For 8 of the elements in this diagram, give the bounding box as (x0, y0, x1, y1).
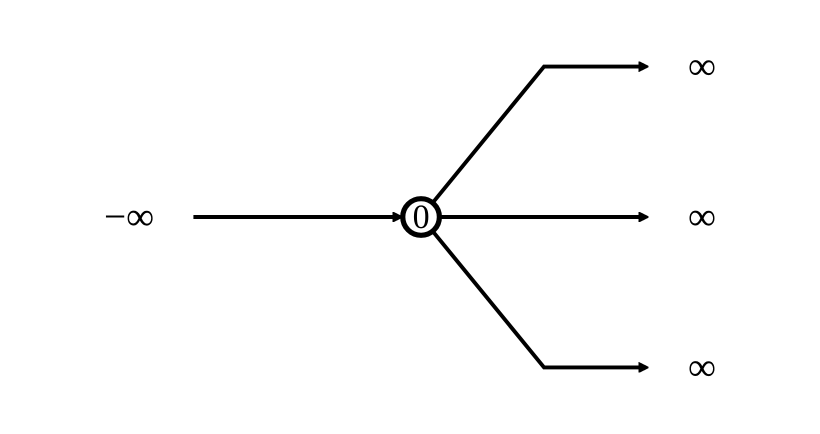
arrow (439, 211, 650, 223)
node-text: ∞ (688, 44, 716, 88)
node-text: −∞ (104, 195, 154, 239)
arrow (431, 60, 650, 204)
node-text: ∞ (688, 346, 716, 390)
node-text: ∞ (688, 195, 716, 239)
arrow (431, 230, 650, 374)
node-circle: 0 (400, 196, 442, 238)
